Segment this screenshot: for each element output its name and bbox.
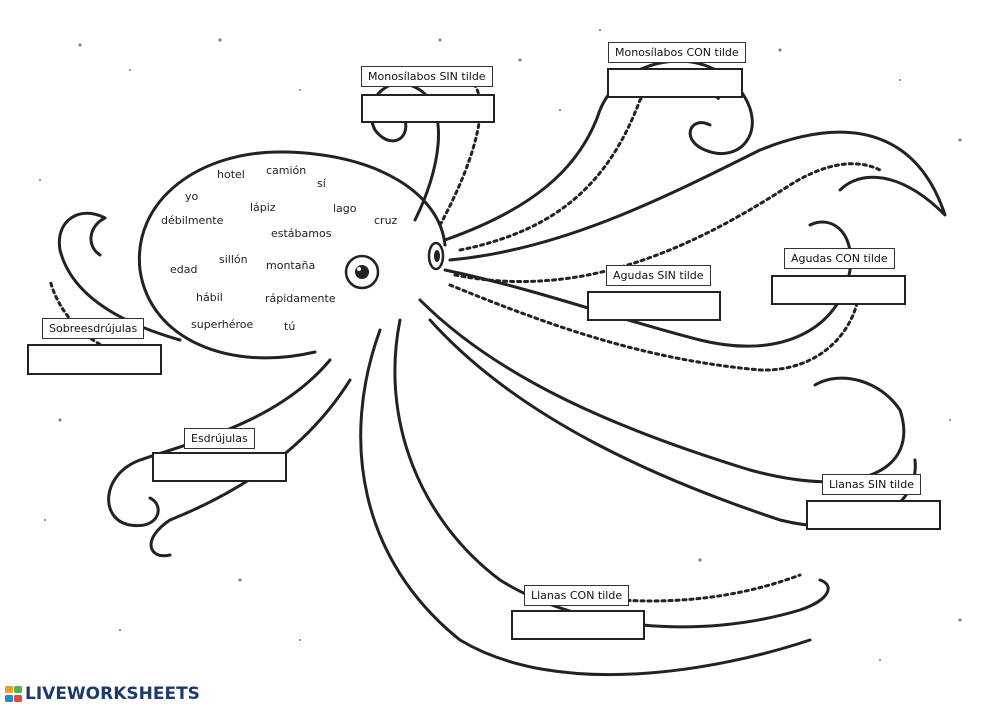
label-sobreesdrujulas: Sobreesdrújulas	[42, 318, 145, 339]
liveworksheets-brand: LIVEWORKSHEETS	[5, 684, 200, 704]
word-superheroe[interactable]: superhéroe	[191, 318, 254, 331]
word-edad[interactable]: edad	[170, 263, 198, 276]
word-sillon[interactable]: sillón	[219, 253, 248, 266]
word-montana[interactable]: montaña	[266, 259, 316, 272]
word-yo[interactable]: yo	[185, 190, 199, 203]
label-llanas-sin-tilde: Llanas SIN tilde	[822, 474, 921, 495]
liveworksheets-logo-icon	[5, 686, 22, 702]
label-agudas-sin-tilde: Agudas SIN tilde	[606, 265, 711, 286]
dropbox-agudas-sin-tilde[interactable]	[587, 291, 721, 321]
word-hotel[interactable]: hotel	[217, 168, 245, 181]
label-monosilabos-sin-tilde: Monosílabos SIN tilde	[361, 66, 493, 87]
dropbox-llanas-sin-tilde[interactable]	[806, 500, 941, 530]
word-cruz[interactable]: cruz	[374, 214, 398, 227]
word-debilmente[interactable]: débilmente	[161, 214, 224, 227]
dropbox-esdrujulas[interactable]	[152, 452, 287, 482]
liveworksheets-wordmark: LIVEWORKSHEETS	[25, 684, 200, 704]
label-agudas-con-tilde: Agudas CON tilde	[784, 248, 895, 269]
word-lapiz[interactable]: lápiz	[250, 201, 276, 214]
dropbox-llanas-con-tilde[interactable]	[511, 610, 645, 640]
dropbox-agudas-con-tilde[interactable]	[771, 275, 906, 305]
word-estabamos[interactable]: estábamos	[271, 227, 332, 240]
dropbox-monosilabos-con-tilde[interactable]	[607, 68, 743, 98]
dropbox-monosilabos-sin-tilde[interactable]	[361, 94, 495, 123]
label-llanas-con-tilde: Llanas CON tilde	[524, 585, 630, 606]
label-monosilabos-con-tilde: Monosílabos CON tilde	[608, 42, 746, 63]
label-esdrujulas: Esdrújulas	[184, 428, 255, 449]
word-lago[interactable]: lago	[333, 202, 357, 215]
word-habil[interactable]: hábil	[196, 291, 223, 304]
word-camion[interactable]: camión	[266, 164, 307, 177]
word-rapidamente[interactable]: rápidamente	[265, 292, 336, 305]
word-tu[interactable]: tú	[284, 320, 296, 333]
word-si[interactable]: sí	[317, 177, 326, 190]
bubble-dots	[39, 29, 962, 661]
dropbox-sobreesdrujulas[interactable]	[27, 344, 162, 375]
